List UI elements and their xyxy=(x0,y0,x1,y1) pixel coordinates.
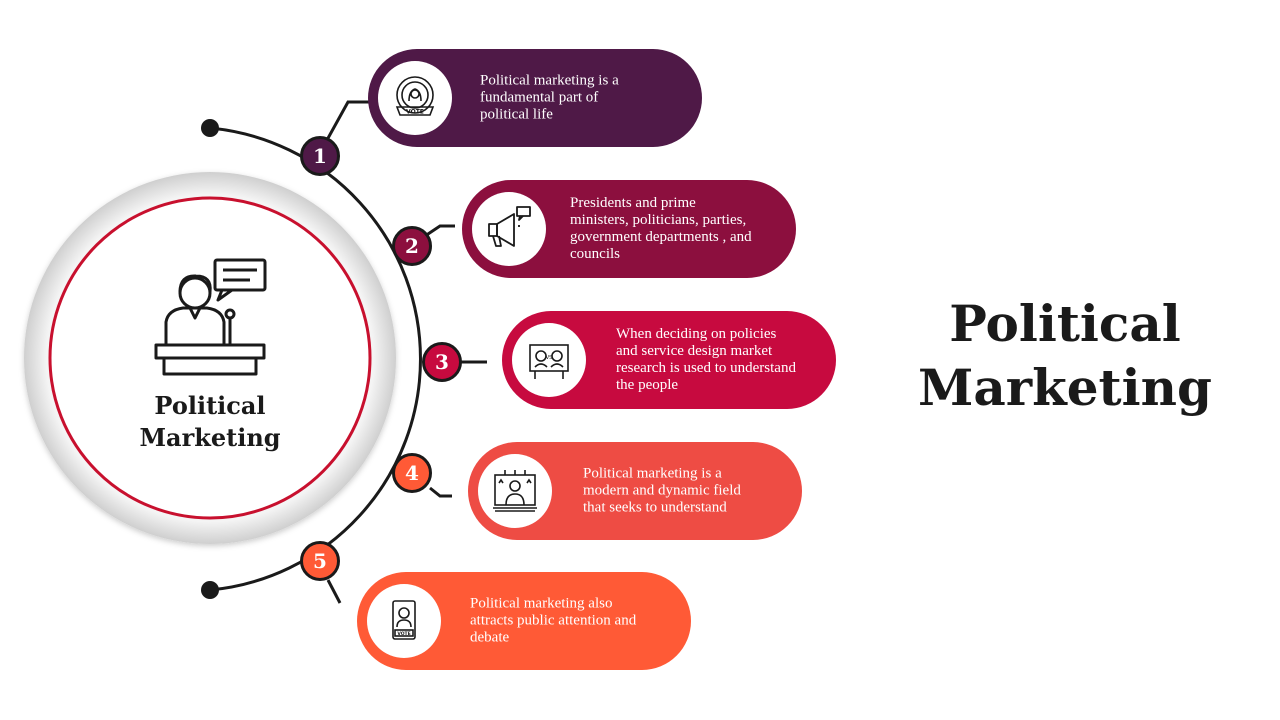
step-card-1: VOTE Political marketing is a fundamenta… xyxy=(368,49,702,147)
step-card-2: Presidents and prime ministers, politici… xyxy=(462,180,796,278)
candidate-billboard-icon xyxy=(493,470,537,512)
vote-card-icon: VOTE xyxy=(392,600,416,640)
svg-text:VOTE: VOTE xyxy=(397,631,410,637)
step-card-5: VOTE Political marketing also attracts p… xyxy=(357,572,691,670)
arc-end-dot xyxy=(201,581,219,599)
svg-text:VS: VS xyxy=(546,355,553,361)
step-number-5: 5 xyxy=(300,541,340,581)
leader-line-4 xyxy=(429,486,452,498)
speaker-podium-icon xyxy=(154,258,267,376)
step-card-3: VS When deciding on policies and service… xyxy=(502,311,836,409)
step-text-5: Political marketing also attracts public… xyxy=(470,595,637,646)
step-number-2: 2 xyxy=(392,226,432,266)
step-number-4: 4 xyxy=(392,453,432,493)
step-icon-holder-1: VOTE xyxy=(378,61,452,135)
step-number-3: 3 xyxy=(422,342,462,382)
step-text-2: Presidents and prime ministers, politici… xyxy=(570,195,752,262)
step-text-4: Political marketing is a modern and dyna… xyxy=(583,465,741,516)
step-icon-holder-2 xyxy=(472,192,546,266)
svg-text:VOTE: VOTE xyxy=(406,109,424,116)
leader-line-2 xyxy=(424,224,455,238)
megaphone-icon xyxy=(488,206,531,247)
vote-badge-icon: VOTE xyxy=(395,76,435,116)
step-icon-holder-4 xyxy=(478,454,552,528)
arc-start-dot xyxy=(201,119,219,137)
step-text-1: Political marketing is a fundamental par… xyxy=(480,72,619,123)
step-text-3: When deciding on policies and service de… xyxy=(616,326,796,393)
step-card-4: Political marketing is a modern and dyna… xyxy=(468,442,802,540)
versus-board-icon: VS xyxy=(529,344,569,379)
leader-line-5 xyxy=(326,579,342,604)
page-title: Political Marketing xyxy=(918,294,1212,417)
leader-line-1 xyxy=(325,100,370,141)
center-label: Political Marketing xyxy=(139,391,281,452)
step-icon-holder-3: VS xyxy=(512,323,586,397)
step-icon-holder-5: VOTE xyxy=(367,584,441,658)
step-number-1: 1 xyxy=(300,136,340,176)
